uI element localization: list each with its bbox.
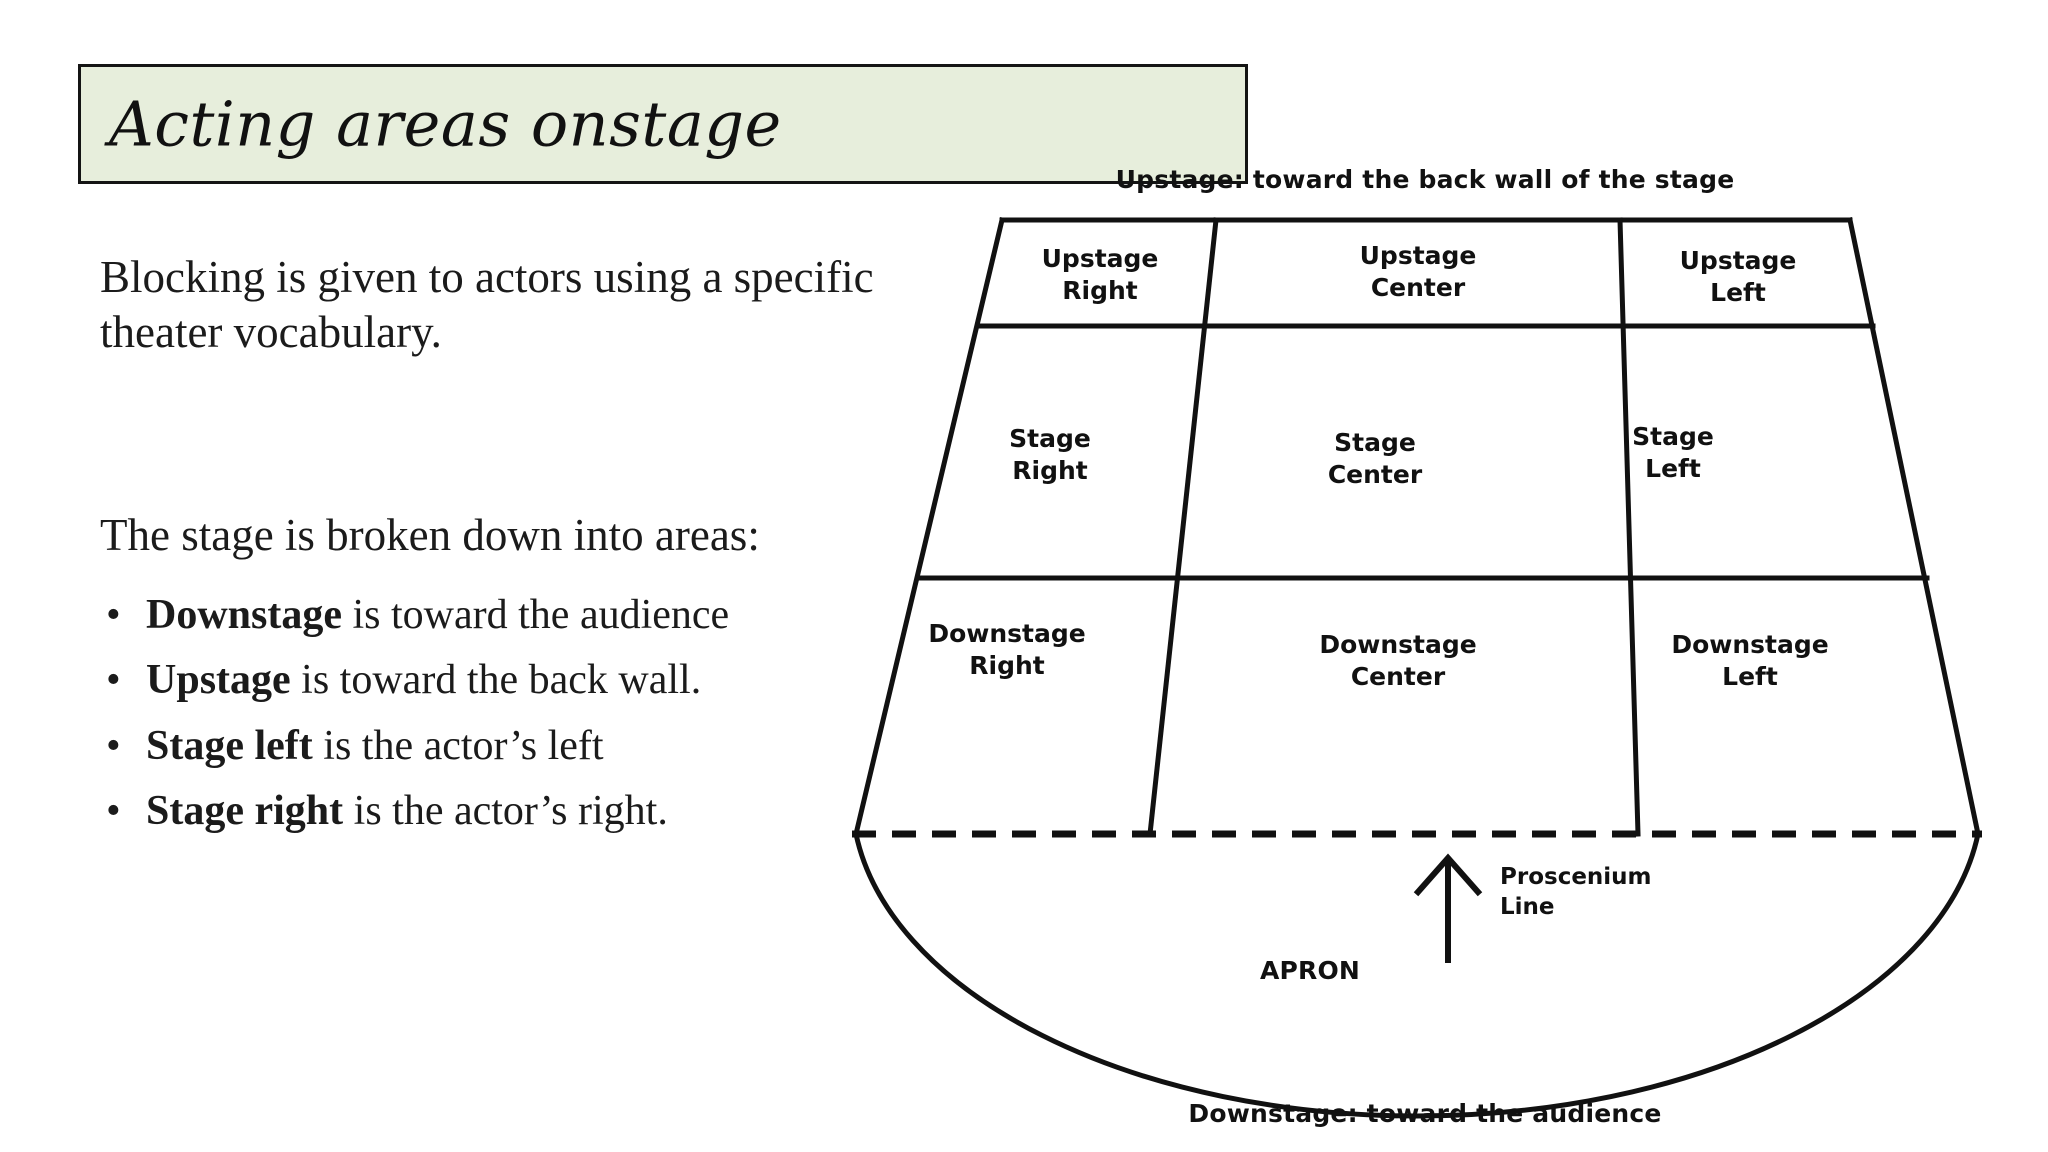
bullet-text: is toward the audience [342,591,730,638]
column-divider-right-line [1617,217,1641,837]
bullet-term: Stage right [146,788,344,835]
stage-right-edge-line [1847,217,1981,837]
stage-cell-upstage-right: Upstage Right [1041,244,1159,305]
slide-body-text: Blocking is given to actors using a spec… [100,250,890,853]
apron-label: APRON [1259,956,1361,985]
bullet-term: Upstage [146,657,291,704]
list-item: • Downstage is toward the audience [100,591,890,641]
stage-cell-stage-right: Stage Right [1009,424,1091,485]
bullet-text: is toward the back wall. [290,657,702,704]
bullet-term: Stage left [146,722,313,769]
stage-areas-diagram: Upstage: toward the back wall of the sta… [810,165,2040,1130]
bullet-marker: • [106,657,121,704]
stage-areas-bullet-list: • Downstage is toward the audience • Upsta… [100,591,890,837]
bullet-marker: • [106,788,121,835]
stage-cell-downstage-right: Downstage Right [928,619,1086,680]
areas-intro-paragraph: The stage is broken down into areas: [100,509,760,560]
diagram-caption-upstage: Upstage: toward the back wall of the sta… [1115,165,1735,194]
bullet-text: is the actor’s right. [343,788,668,835]
proscenium-arrow-icon [1413,853,1483,963]
stage-cell-stage-center: Stage Center [1327,428,1423,489]
list-item: • Stage left is the actor’s left [100,722,890,772]
proscenium-line-label: Proscenium Line [1500,864,1652,920]
diagram-caption-downstage: Downstage: toward the audience [1188,1099,1662,1128]
stage-left-edge-line [852,216,1006,838]
slide-title-box: Acting areas onstage [78,64,1248,184]
intro-paragraph: Blocking is given to actors using a spec… [100,252,874,357]
stage-cell-stage-left: Stage Left [1632,422,1714,483]
stage-cell-downstage-left: Downstage Left [1671,630,1829,691]
bullet-marker: • [106,722,121,769]
stage-cell-upstage-left: Upstage Left [1679,246,1797,307]
list-item: • Upstage is toward the back wall. [100,656,890,706]
stage-cell-downstage-center: Downstage Center [1319,630,1477,691]
stage-diagram-graphic [852,216,1982,1119]
column-divider-left-line [1147,217,1219,837]
apron-curve [853,833,1981,1119]
bullet-marker: • [106,591,121,638]
bullet-text: is the actor’s left [312,722,604,769]
list-item: • Stage right is the actor’s right. [100,787,890,837]
stage-cell-upstage-center: Upstage Center [1359,241,1477,302]
bullet-term: Downstage [146,591,342,638]
page-title: Acting areas onstage [109,87,782,161]
